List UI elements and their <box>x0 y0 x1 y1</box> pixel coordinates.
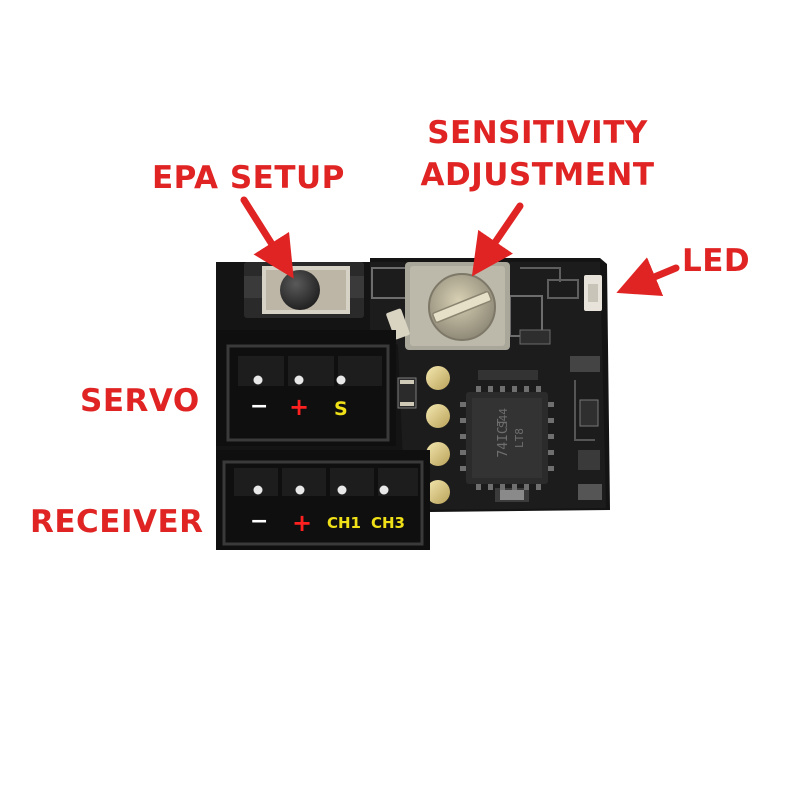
receiver-connector <box>222 460 424 546</box>
receiver-pin <box>253 485 263 495</box>
smd-resistor <box>397 377 417 409</box>
silkscreen-outline <box>520 267 561 282</box>
servo-label: SERVO <box>80 383 200 419</box>
receiver-minus-label: − <box>250 509 269 534</box>
servo-signal-label: S <box>334 398 348 420</box>
sensitivity-arrow <box>471 202 524 277</box>
epa-setup-arrow <box>240 196 294 279</box>
silkscreen-outline <box>547 279 579 299</box>
servo-pin <box>294 375 304 385</box>
smd-component <box>570 356 600 372</box>
receiver-connector <box>330 468 374 496</box>
epa-button-lead <box>244 276 262 298</box>
servo-plus-label: + <box>289 393 310 421</box>
chip-marking-line3: LT8 <box>513 428 526 448</box>
smd-component <box>578 450 600 470</box>
servo-pin <box>336 375 346 385</box>
gold-pad <box>426 442 450 466</box>
silkscreen-outline <box>574 380 595 441</box>
receiver-connector <box>216 450 430 550</box>
epa-button-lead <box>350 276 364 298</box>
gold-pad <box>426 480 450 504</box>
gold-pad <box>426 404 450 428</box>
smd-component <box>578 484 602 500</box>
receiver-label: RECEIVER <box>30 504 204 540</box>
receiver-pin <box>337 485 347 495</box>
smd-resistor <box>400 380 414 384</box>
receiver-pin <box>295 485 305 495</box>
servo-connector <box>226 344 390 442</box>
sensitivity-label-line2: ADJUSTMENT <box>420 157 655 193</box>
epa-setup-label: EPA SETUP <box>152 160 345 196</box>
smd-capacitor <box>386 308 410 340</box>
receiver-pin <box>379 485 389 495</box>
gold-pad <box>426 366 450 390</box>
receiver-plus-label: + <box>292 509 313 537</box>
mcu-chip <box>472 398 542 478</box>
servo-connector <box>216 330 396 446</box>
servo-pin <box>253 375 263 385</box>
chip-leads <box>460 386 554 490</box>
smd-resistor <box>400 402 414 406</box>
servo-minus-label: − <box>250 394 269 419</box>
sensitivity-adjustment-label: SENSITIVITY ADJUSTMENT <box>420 112 655 196</box>
sensitivity-pot-slot <box>432 291 492 323</box>
sensitivity-pot-dial <box>428 273 496 341</box>
smd-component <box>579 399 599 427</box>
epa-button-cap <box>280 270 320 310</box>
led-label: LED <box>682 243 751 279</box>
sensitivity-pot-slot <box>432 290 492 324</box>
chip-marking-line1: S44 <box>497 408 510 428</box>
smd-component <box>478 370 538 380</box>
chip-marking-line2: 74ICT <box>496 418 511 457</box>
receiver-ch1-label: CH1 <box>327 514 361 532</box>
led-component <box>588 284 598 302</box>
sensitivity-label-line1: SENSITIVITY <box>427 115 648 151</box>
receiver-ch3-label: CH3 <box>371 514 405 532</box>
smd-component <box>500 490 524 500</box>
led-arrow <box>616 257 680 297</box>
smd-component <box>519 329 551 345</box>
